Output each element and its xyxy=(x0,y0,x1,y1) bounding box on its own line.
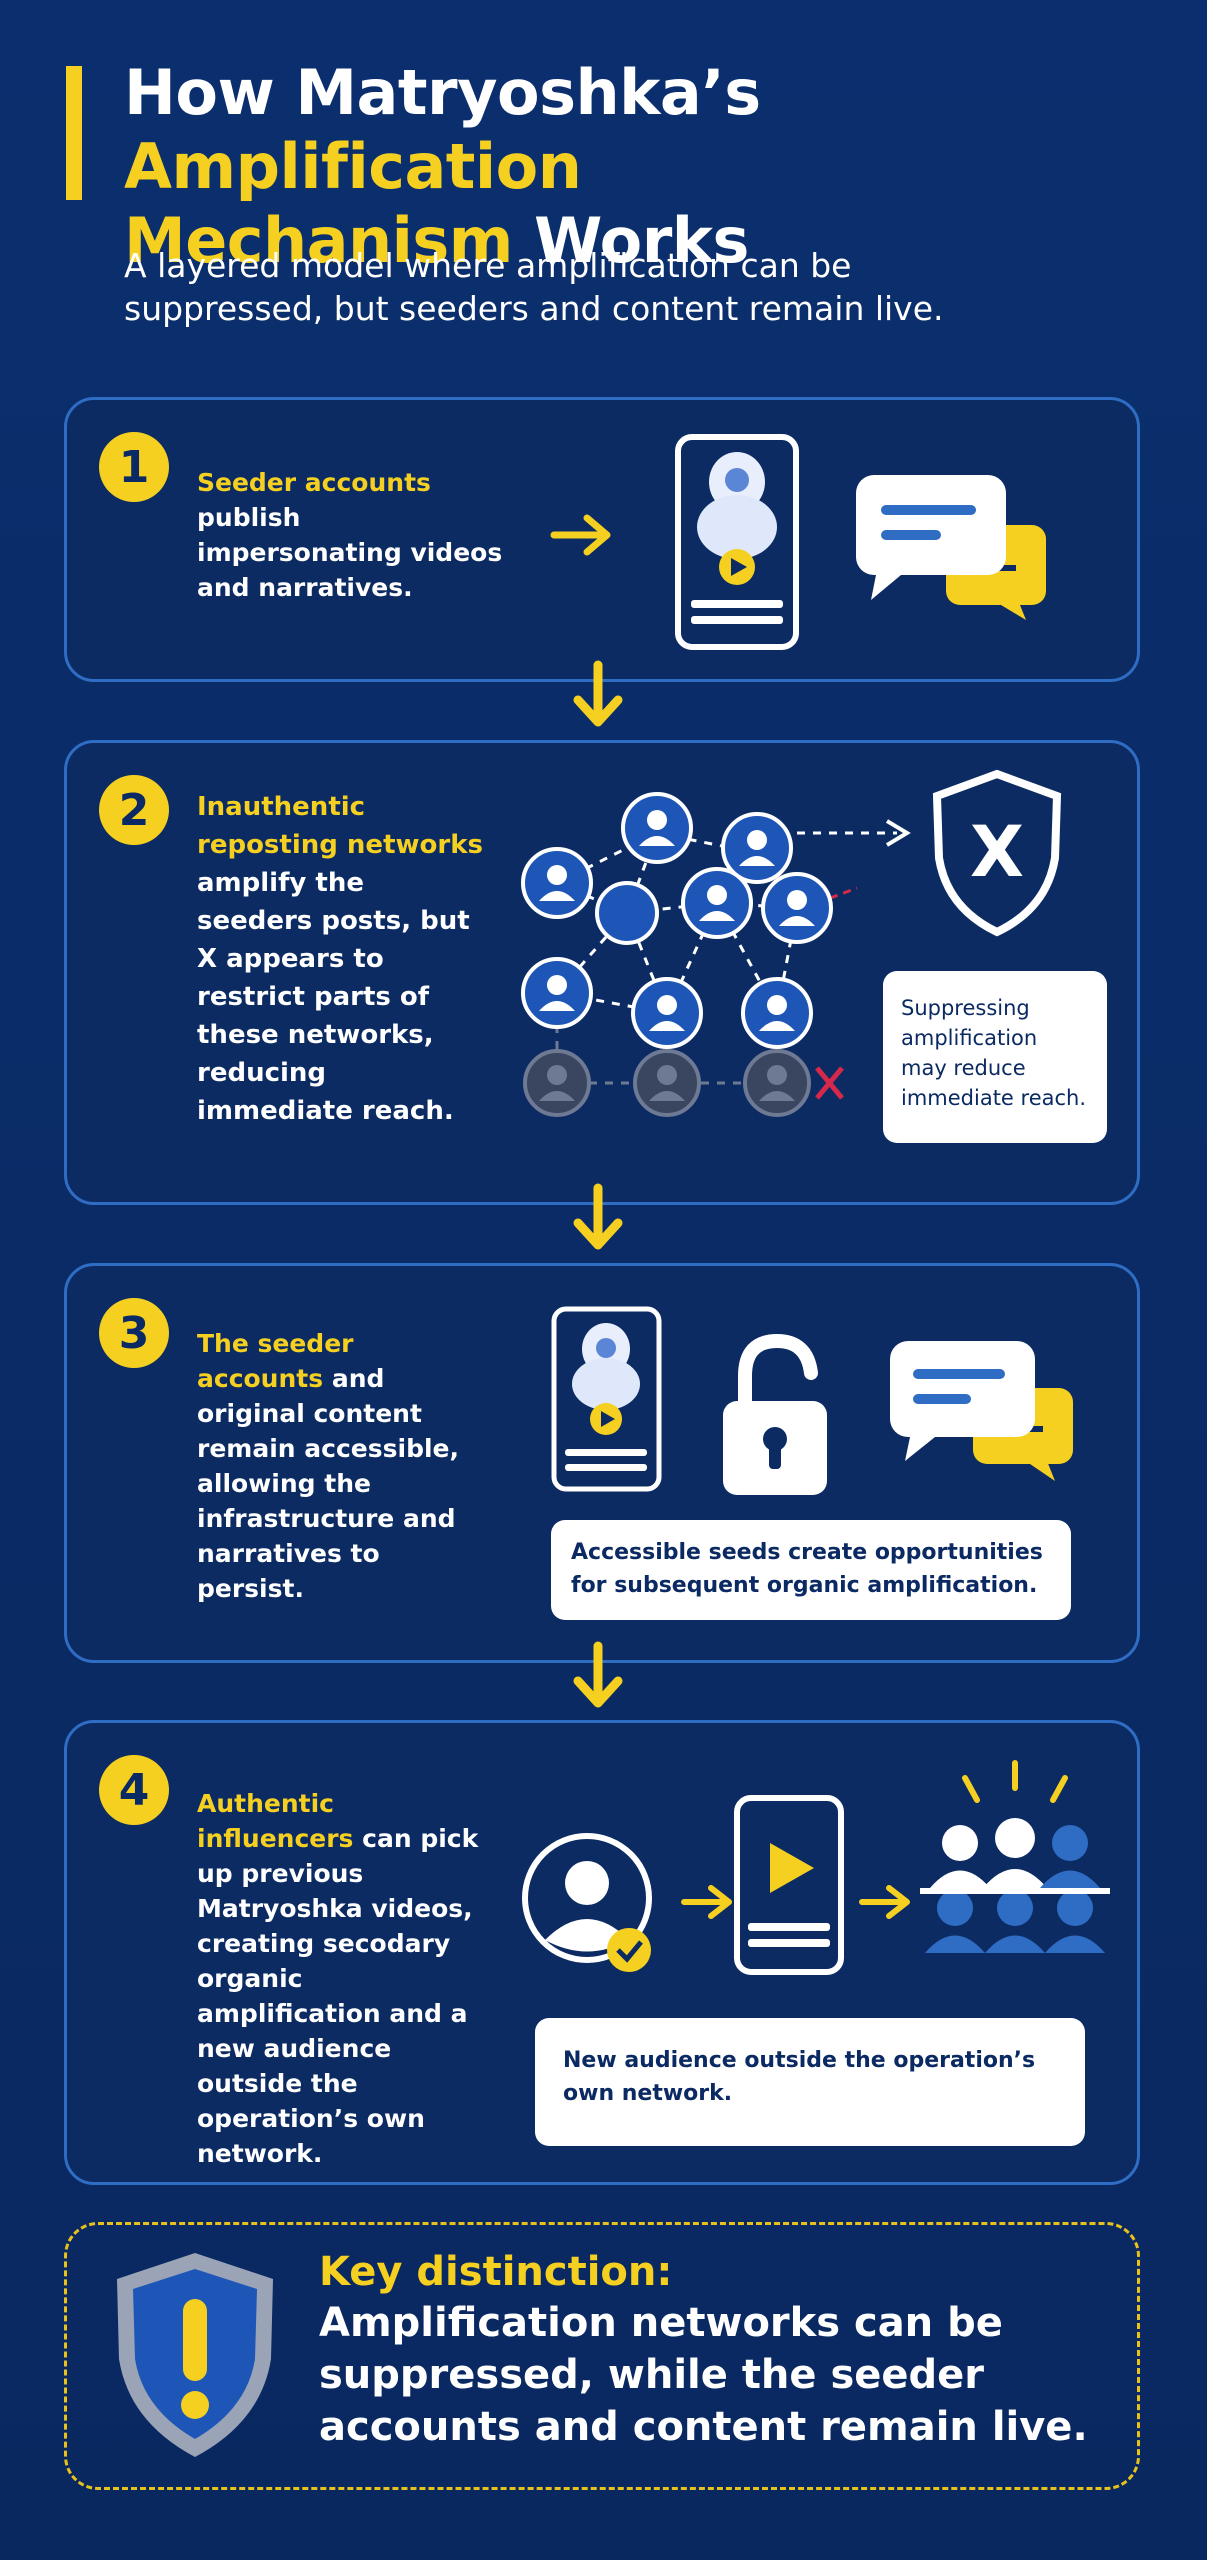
step-1-text: Seeder accounts publish impersonating vi… xyxy=(197,465,507,605)
step-4-text: Authentic influencers can pick up previo… xyxy=(197,1786,487,2171)
x-shield-icon: X xyxy=(932,769,1062,937)
step-2-text: Inauthentic reposting networks amplify t… xyxy=(197,788,487,1130)
step-2-panel: 2 Inauthentic reposting networks amplify… xyxy=(64,740,1140,1205)
step-2-body: amplify the seeders posts, but X appears… xyxy=(197,868,470,1126)
arrow-right-icon-2 xyxy=(681,1885,732,1919)
chat-bubbles-icon-2 xyxy=(890,1341,1073,1481)
svg-text:X: X xyxy=(970,811,1024,893)
matryoshka-phone-icon xyxy=(675,434,799,650)
step-3-text: The seeder accounts and original content… xyxy=(197,1326,477,1606)
title-part-1: How Matryoshka’s xyxy=(124,56,761,129)
matryoshka-phone-icon-2 xyxy=(551,1306,662,1492)
audience-icon xyxy=(920,1760,1110,1953)
step-3-panel: 3 The seeder accounts and original conte… xyxy=(64,1263,1140,1663)
title-part-4: Works xyxy=(512,204,750,277)
step-4-note: New audience outside the operation’s own… xyxy=(535,2018,1085,2146)
arrow-down-icon-3 xyxy=(573,1641,623,1708)
key-distinction-box: Key distinction: Amplification networks … xyxy=(64,2222,1140,2490)
step-3-number: 3 xyxy=(99,1298,169,1368)
arrow-down-icon-2 xyxy=(573,1183,623,1250)
play-phone-icon xyxy=(734,1795,844,1975)
step-1-number: 1 xyxy=(99,432,169,502)
network-nodes xyxy=(521,792,833,1117)
arrow-down-icon-1 xyxy=(573,660,623,727)
step-4-highlight: Authentic influencers xyxy=(197,1789,354,1853)
warning-shield-icon xyxy=(117,2253,273,2457)
block-icon xyxy=(815,1066,844,1100)
step-2-note: Suppressing amplification may reduce imm… xyxy=(883,971,1107,1143)
step-3-note: Accessible seeds create opportunities fo… xyxy=(551,1520,1071,1620)
title-part-3: Mechanism xyxy=(124,204,513,277)
key-distinction-heading: Key distinction: xyxy=(319,2249,673,2295)
step-1-body: publish impersonating videos and narrati… xyxy=(197,503,503,602)
step-3-body: and original content remain accessible, … xyxy=(197,1364,459,1603)
title-part-2: Amplification xyxy=(124,130,582,203)
network-icon xyxy=(521,792,911,1117)
unlock-icon xyxy=(723,1333,827,1495)
arrow-right-icon-3 xyxy=(859,1885,910,1919)
step-4-panel: 4 Authentic influencers can pick up prev… xyxy=(64,1720,1140,2185)
key-distinction-text: Amplification networks can be suppressed… xyxy=(319,2300,1088,2450)
step-4-body: can pick up previous Matryoshka videos, … xyxy=(197,1824,479,2168)
step-2-highlight: Inauthentic reposting networks xyxy=(197,792,483,860)
arrow-right-icon xyxy=(550,514,611,556)
step-2-number: 2 xyxy=(99,775,169,845)
step-1-highlight: Seeder accounts xyxy=(197,468,431,497)
page-subtitle: A layered model where amplification can … xyxy=(124,246,944,328)
step-1-panel: 1 Seeder accounts publish impersonating … xyxy=(64,397,1140,682)
page-title: How Matryoshka’s Amplification Mechanism… xyxy=(124,56,1124,278)
title-accent-bar xyxy=(66,66,82,200)
chat-bubbles-icon xyxy=(856,475,1046,620)
step-4-number: 4 xyxy=(99,1755,169,1825)
verified-influencer-icon xyxy=(522,1833,652,1972)
step-3-highlight: The seeder accounts xyxy=(197,1329,354,1393)
